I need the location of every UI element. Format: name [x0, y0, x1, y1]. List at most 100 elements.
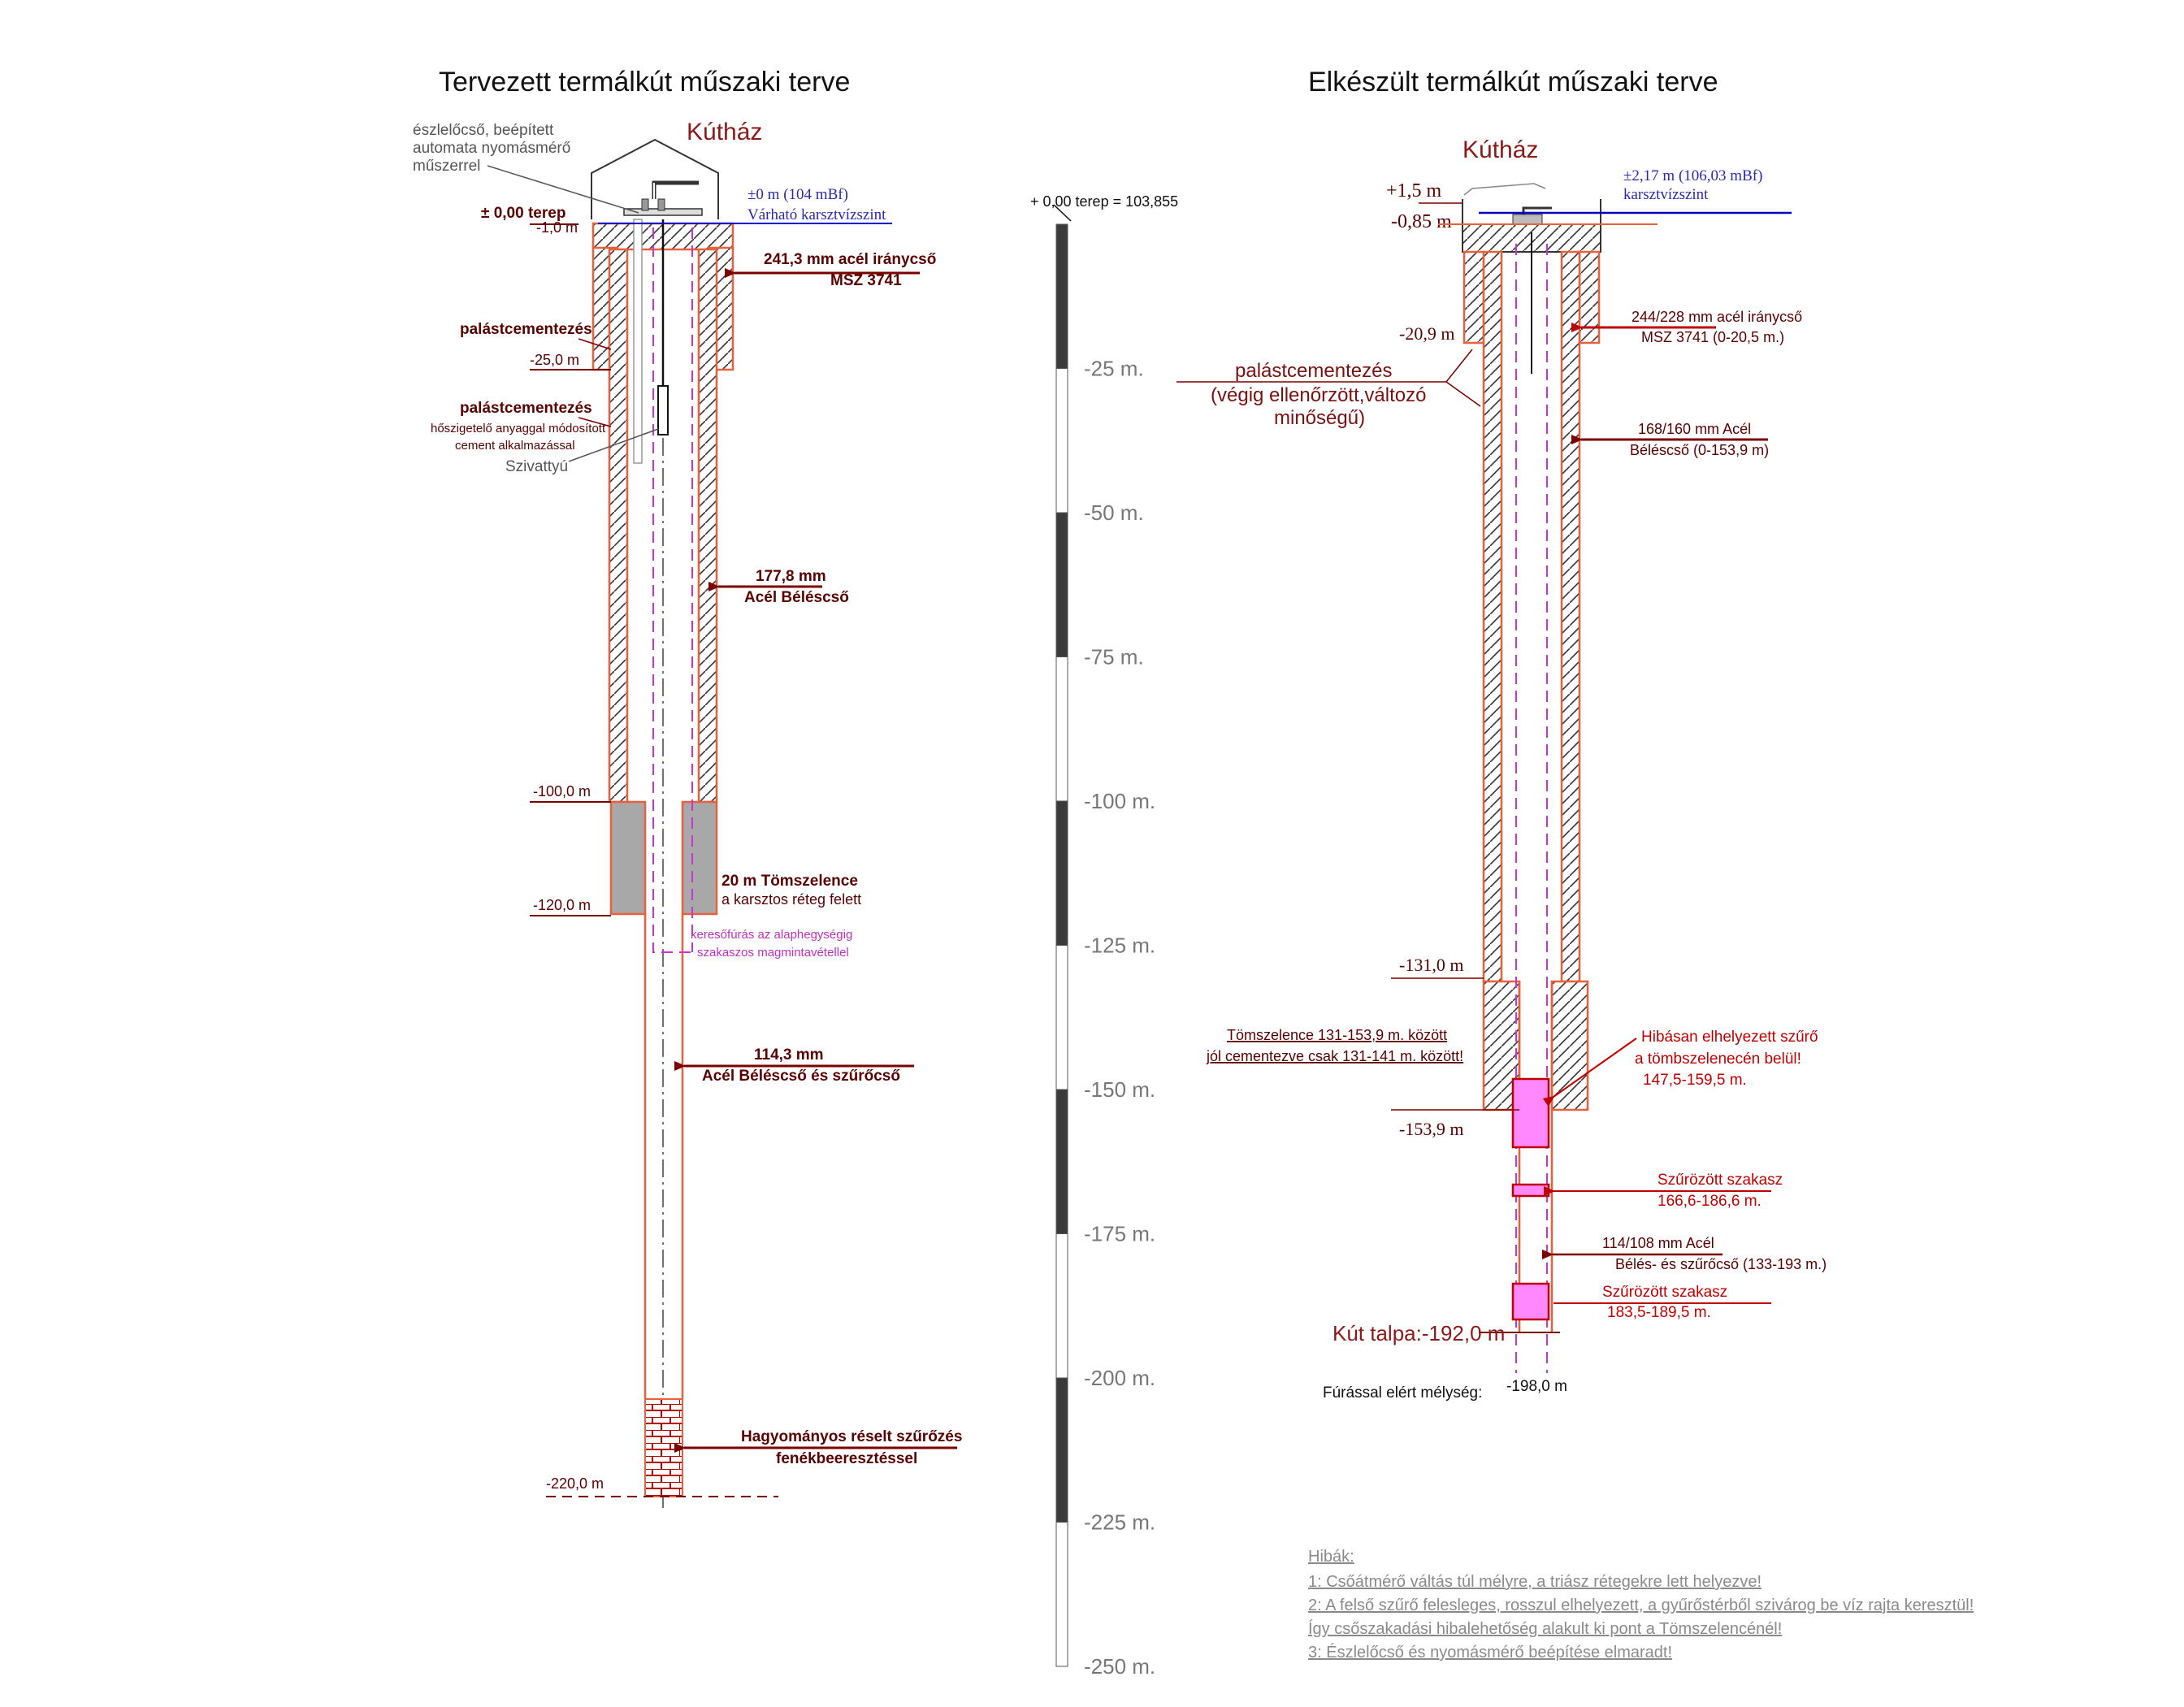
planned-depth-100m: -100,0 m [533, 783, 591, 799]
completed-outer-casing-label: 244/228 mm acél iránycső [1632, 309, 1802, 325]
completed-plug-label: Tömszelence 131-153,9 m. között [1227, 1027, 1447, 1043]
completed-bad-filter-label: Hibásan elhelyezett szűrő [1641, 1029, 1818, 1046]
scale-segment [1055, 1522, 1068, 1667]
planned-outer-casing-label: 241,3 mm acél iránycső [764, 251, 936, 268]
scale-segment [1055, 223, 1068, 369]
completed-bad-filter-range: 147,5-159,5 m. [1643, 1072, 1747, 1089]
completed-cementing-leader [1445, 349, 1481, 407]
completed-inner-casing-label: Béléscső (0-153,9 m) [1630, 442, 1769, 458]
completed-drilled-label: Fúrással elért mélység: [1323, 1384, 1482, 1402]
planned-plug-note: a karsztos réteg felett [722, 891, 861, 908]
completed-filter-2-range: 183,5-189,5 m. [1607, 1304, 1711, 1321]
completed-well-title: Elkészült termálkút műszaki terve [1308, 67, 1718, 97]
planned-wellhouse-roof [591, 138, 719, 219]
planned-pump-icon [657, 385, 669, 435]
completed-filter-1-label: Szűrözött szakasz [1658, 1172, 1783, 1189]
planned-wellhead-icon [623, 180, 703, 216]
scale-tick-label: -125 m. [1084, 934, 1155, 958]
scale-tick-label: -200 m. [1084, 1366, 1155, 1390]
planned-depth-220m: -220,0 m [546, 1475, 604, 1492]
planned-observation-line-2: automata nyomásmérő [413, 140, 570, 157]
completed-small-casing-size: 114/108 mm Acél [1602, 1235, 1714, 1251]
completed-kuthaz-label: Kútház [1462, 136, 1538, 163]
planned-inner-casing-label: Acél Béléscső [744, 589, 849, 606]
planned-pump-label: Szivattyú [505, 458, 568, 475]
planned-exploration-bore [652, 227, 693, 953]
completed-cementing-note-1: (végig ellenőrzött,változó [1211, 384, 1426, 406]
completed-plug-note: jól cementezve csak 131-141 m. között! [1206, 1048, 1463, 1064]
planned-terep-label: ± 0,00 terep [481, 205, 566, 222]
planned-cementing-2-label: palástcementezés [460, 400, 592, 417]
scale-terep-label: + 0,00 terep = 103,855 [1030, 193, 1178, 210]
completed-wellhouse-roof [1463, 183, 1546, 196]
planned-observation-line-3: műszerrel [413, 158, 480, 175]
planned-filter [644, 1398, 683, 1497]
planned-cementing-1-label: palástcementezés [460, 321, 592, 338]
planned-inner-casing-left [608, 248, 629, 804]
planned-exploration-note-1: keresőfúrás az alaphegységig [691, 928, 852, 942]
completed-filter-1 [1511, 1183, 1550, 1198]
errors-note: Hibák: 1: Csőátmérő váltás túl mélyre, a… [1308, 1548, 1974, 1662]
errors-line-3: Így csőszakadási hibalehetőség alakult k… [1308, 1619, 1782, 1638]
completed-plug-left [1482, 980, 1521, 1111]
completed-filter-1-range: 166,6-186,6 m. [1658, 1193, 1762, 1210]
completed-cementing-label: palástcementezés [1235, 360, 1392, 382]
planned-observation-pipe [633, 219, 643, 464]
scale-tick-label: -225 m. [1084, 1510, 1155, 1535]
completed-water-level-label: karsztvízszint [1623, 186, 1709, 203]
completed-depth-131: -131,0 m [1399, 955, 1463, 975]
completed-elev-minus: -0,85 m [1391, 211, 1452, 232]
completed-water-level-value: ±2,17 m (106,03 mBf) [1623, 167, 1762, 184]
completed-filter-2 [1511, 1282, 1550, 1321]
scale-segment [1055, 945, 1068, 1090]
planned-observation-label: észlelőcső, beépített automata nyomásmér… [413, 122, 639, 214]
scale-segment [1055, 368, 1068, 513]
completed-filter-2-label: Szűrözött szakasz [1602, 1284, 1727, 1301]
planned-water-level-value: ±0 m (104 mBf) [748, 186, 848, 203]
completed-plug-right [1550, 980, 1589, 1111]
planned-depth-120m: -120,0 m [533, 897, 591, 913]
completed-bad-filter-note: a tömbszelenecén belül! [1635, 1051, 1801, 1068]
planned-well: Kútház [413, 119, 962, 1511]
completed-depth-153-9: -153,9 m [1399, 1119, 1463, 1139]
planned-inner-casing-size: 177,8 mm [756, 568, 826, 585]
completed-bad-filter-arrow [1542, 1038, 1637, 1107]
planned-well-title: Tervezett termálkút műszaki terve [439, 67, 850, 97]
planned-plug-left [609, 800, 647, 916]
completed-inner-casing-right [1560, 250, 1581, 983]
scale-segment [1055, 1377, 1068, 1523]
scale-segment [1055, 656, 1068, 802]
planned-cementing-2-note-2: cement alkalmazással [455, 439, 575, 453]
planned-outer-casing-std: MSZ 3741 [830, 272, 902, 289]
completed-drilled-value: -198,0 m [1506, 1378, 1567, 1395]
completed-elev-plus: +1,5 m [1386, 180, 1442, 201]
completed-well: Kútház +1,5 m -0,85 m ±2,17 m (106,03 mB… [1176, 136, 1826, 1402]
planned-filter-note: fenékbeeresztéssel [776, 1450, 917, 1467]
scale-tick-label: -50 m. [1084, 500, 1144, 525]
planned-depth-1m: -1,0 m [536, 219, 578, 236]
scale-labels: -25 m.-50 m.-75 m.-100 m.-125 m.-150 m.-… [1084, 357, 1155, 1679]
planned-cementing-2-note-1: hőszigetelő anyaggal módosított [431, 422, 606, 435]
completed-bad-filter [1511, 1077, 1550, 1149]
scale-segment [1055, 512, 1068, 657]
completed-small-casing-label: Bélés- és szűrőcső (133-193 m.) [1615, 1256, 1826, 1272]
planned-exploration-note-2: szakaszos magmintavétellel [697, 946, 849, 960]
scale-bars [1055, 223, 1068, 1667]
planned-observation-line-1: észlelőcső, beépített [413, 122, 554, 139]
scale-tick-label: -250 m. [1084, 1654, 1155, 1679]
planned-depth-25m: -25,0 m [530, 352, 579, 368]
scale-tick-label: -25 m. [1084, 357, 1144, 381]
scale-segment [1055, 800, 1068, 946]
errors-line-1: 1: Csőátmérő váltás túl mélyre, a triász… [1308, 1573, 1762, 1591]
completed-inner-casing-left [1482, 250, 1503, 983]
planned-small-casing-size: 114,3 mm [754, 1046, 824, 1064]
scale-tick-label: -75 m. [1084, 645, 1144, 669]
completed-outer-casing-left [1462, 250, 1485, 344]
completed-outer-casing-std: MSZ 3741 (0-20,5 m.) [1641, 329, 1784, 345]
scale-tick-label: -100 m. [1084, 789, 1155, 813]
planned-cementing-1-leader [578, 338, 612, 350]
planned-water-level-label: Várható karsztvízszint [748, 206, 886, 223]
scale-segment [1055, 1089, 1068, 1234]
planned-pump-leader [568, 428, 659, 462]
